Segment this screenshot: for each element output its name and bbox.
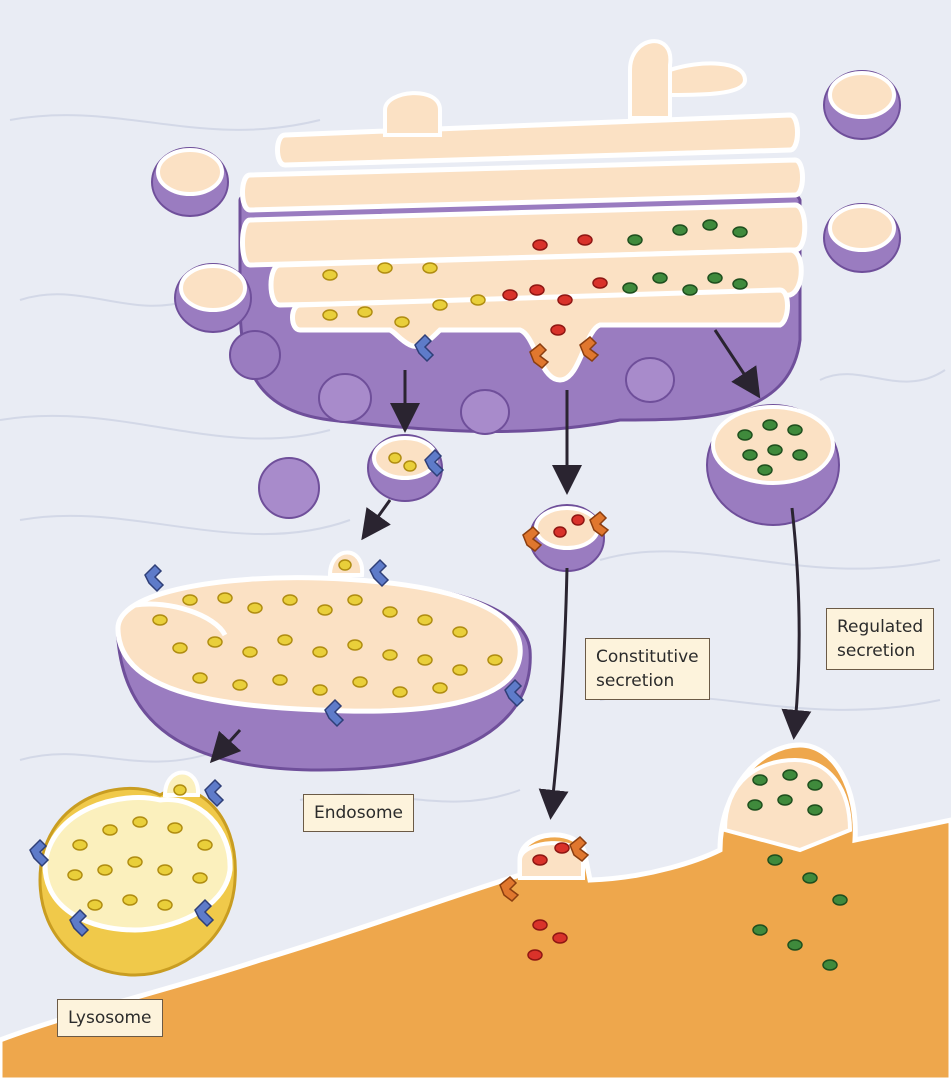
golgi-vesicle-left-mid [175,264,251,332]
label-constitutive-line2: secretion [596,669,699,693]
label-regulated-line1: Regulated [837,615,923,639]
label-endosome-text: Endosome [314,801,403,825]
golgi-vesicle-right-top [824,71,900,139]
label-regulated-secretion: Regulated secretion [826,608,934,670]
constitutive-secretory-vesicle [530,505,604,571]
coated-vesicle-sphere [259,458,319,518]
label-endosome: Endosome [303,794,414,832]
golgi-vesicle-left-top [152,148,228,216]
label-regulated-line2: secretion [837,639,923,663]
golgi-vesicle-right-mid [824,204,900,272]
label-constitutive-secretion: Constitutive secretion [585,638,710,700]
label-constitutive-line1: Constitutive [596,645,699,669]
label-lysosome: Lysosome [57,999,163,1037]
label-lysosome-text: Lysosome [68,1006,152,1030]
